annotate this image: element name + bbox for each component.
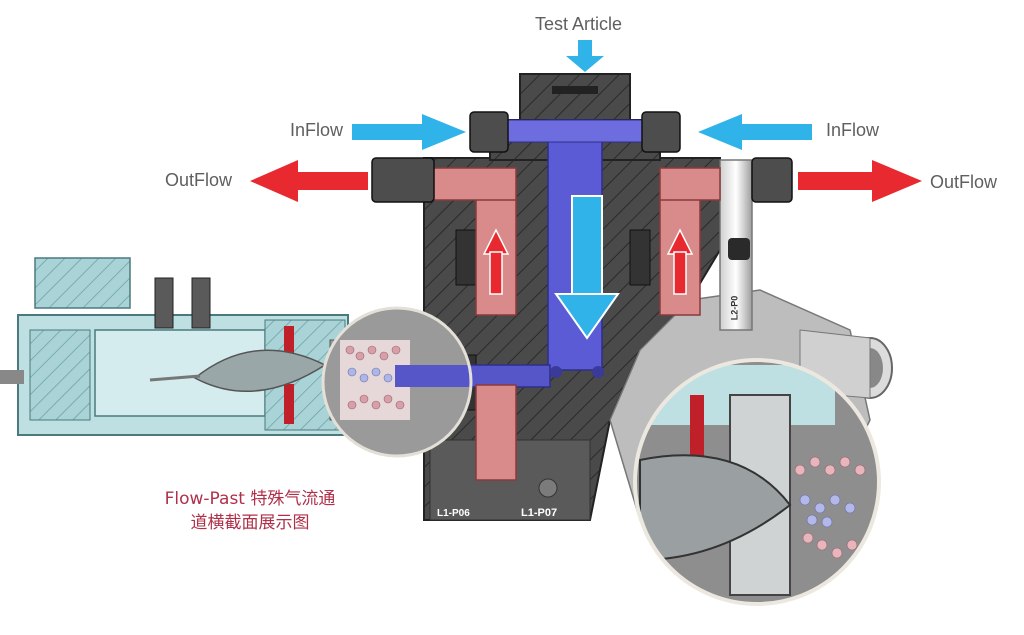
inflow-left-label: InFlow <box>290 120 344 140</box>
part-tag-left: L1-P06 <box>437 508 470 519</box>
inflow-right-label: InFlow <box>826 120 880 140</box>
test-article-arrow <box>566 40 604 72</box>
caption-line-1: Flow-Past 特殊气流通 <box>164 489 336 509</box>
test-article-label: Test Article <box>535 14 623 34</box>
up-flow-arrow-left <box>482 228 510 295</box>
cross-section-caption: Flow-Past 特殊气流通 道横截面展示图 <box>120 487 380 535</box>
caption-line-2: 道横截面展示图 <box>190 513 310 533</box>
outflow-channels <box>431 167 721 481</box>
outflow-right-label: OutFlow <box>930 172 998 192</box>
inflow-arrow-right <box>698 114 812 150</box>
fittings <box>371 86 793 203</box>
large-zoom-circle <box>633 358 881 606</box>
part-tag-right: L2-P0 <box>729 295 740 321</box>
down-flow-arrow <box>554 195 620 340</box>
inflow-arrow-left <box>352 114 466 150</box>
outflow-arrow-left <box>250 160 368 202</box>
part-tag-center: L1-P07 <box>521 507 558 519</box>
up-flow-arrow-right <box>666 228 694 295</box>
outflow-arrow-right <box>798 160 922 202</box>
small-zoom-circle <box>321 306 473 458</box>
outflow-left-label: OutFlow <box>165 170 233 190</box>
